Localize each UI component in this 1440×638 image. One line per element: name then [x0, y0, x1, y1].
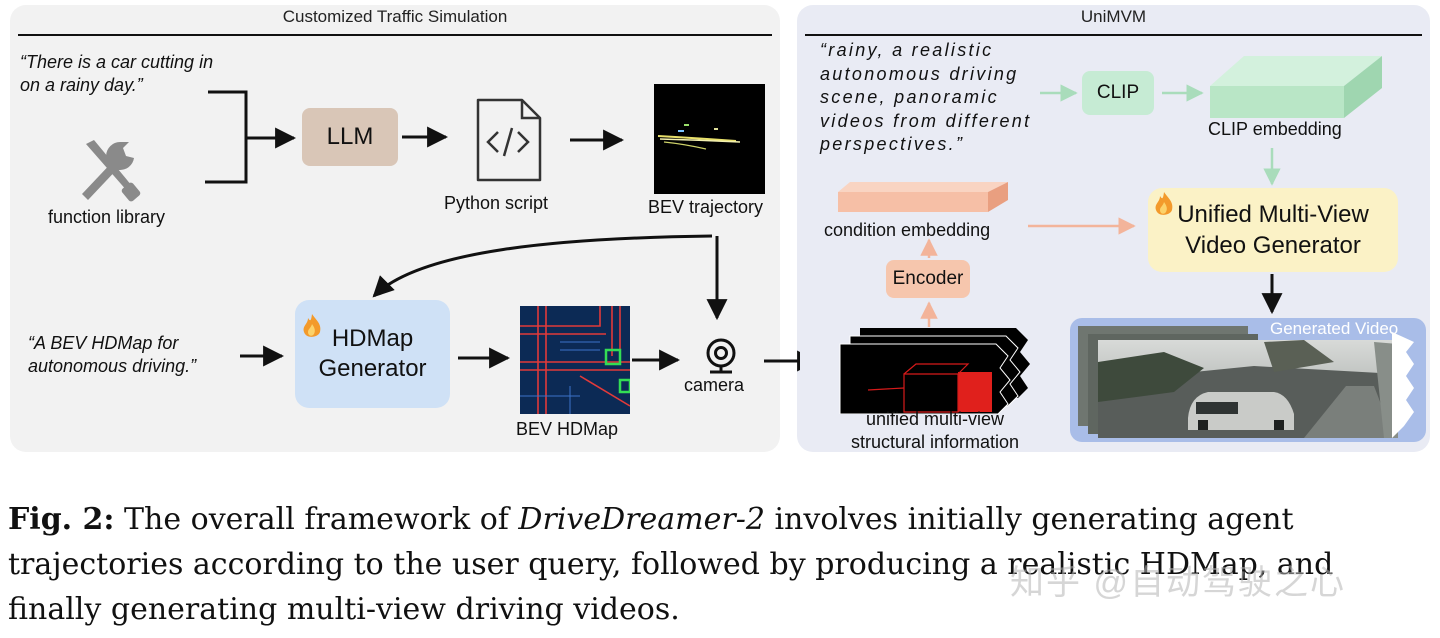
watermark-text: 知乎 @自动驾驶之心 [1010, 564, 1346, 602]
structural-info-frames [839, 328, 1030, 414]
hdmap-generator-box: HDMap Generator [295, 300, 450, 408]
panel-title-right: UniMVM [1080, 7, 1147, 26]
panel-title-left: Customized Traffic Simulation [282, 7, 508, 26]
right-arrows [920, 84, 1283, 327]
hdmap-generator-line2: Generator [318, 355, 427, 382]
condition-embedding-label: condition embedding [824, 220, 991, 240]
generator-line2: Video Generator [1185, 232, 1361, 259]
caption-text-before: The overall framework of [114, 502, 519, 537]
clip-embedding-label: CLIP embedding [1208, 119, 1342, 139]
video-prompt-text: “rainy, a realistic autonomous driving s… [820, 40, 1032, 154]
generated-video-frames [1078, 326, 1414, 438]
trajectory-query-text: “There is a car cutting in on a rainy da… [20, 52, 214, 95]
flame-icon-generator [1155, 192, 1173, 215]
generated-video-label: Generated Video [1270, 319, 1399, 338]
llm-box: LLM [302, 108, 398, 166]
camera-label: camera [684, 375, 745, 395]
condition-embedding-slab [838, 182, 1008, 212]
code-file-icon [476, 98, 542, 182]
function-library-label: function library [48, 207, 166, 227]
structural-info-line2: structural information [851, 432, 1020, 452]
python-script-label: Python script [444, 193, 549, 213]
wrench-icon [82, 140, 141, 202]
camera-icon [706, 338, 736, 374]
bev-hdmap-label: BEV HDMap [516, 419, 619, 439]
caption-text-after: involves initially generating agent traj… [8, 502, 1334, 627]
hdmap-generator-line1: HDMap [331, 325, 414, 352]
bev-trajectory-label: BEV trajectory [648, 197, 764, 217]
clip-box: CLIP [1082, 71, 1154, 115]
bev-hdmap-image [520, 306, 630, 414]
caption-model-name: DriveDreamer-2 [518, 502, 765, 537]
structural-info-line1: unified multi-view [866, 409, 1005, 429]
left-arrows [205, 90, 800, 372]
bev-trajectory-image [654, 84, 765, 194]
clip-embedding-slab [1210, 56, 1382, 118]
panel-rule-right [805, 34, 1422, 36]
encoder-box: Encoder [886, 260, 970, 298]
flame-icon [303, 314, 321, 337]
panel-rule-left [18, 34, 772, 36]
caption-fig-label: Fig. 2: [8, 502, 115, 537]
generator-line1: Unified Multi-View [1177, 201, 1369, 228]
hdmap-query-text: “A BEV HDMap for autonomous driving.” [28, 333, 197, 376]
unified-video-generator-box: Unified Multi-View Video Generator [1148, 188, 1398, 272]
figure-caption: Fig. 2: The overall framework of DriveDr… [8, 497, 1436, 632]
